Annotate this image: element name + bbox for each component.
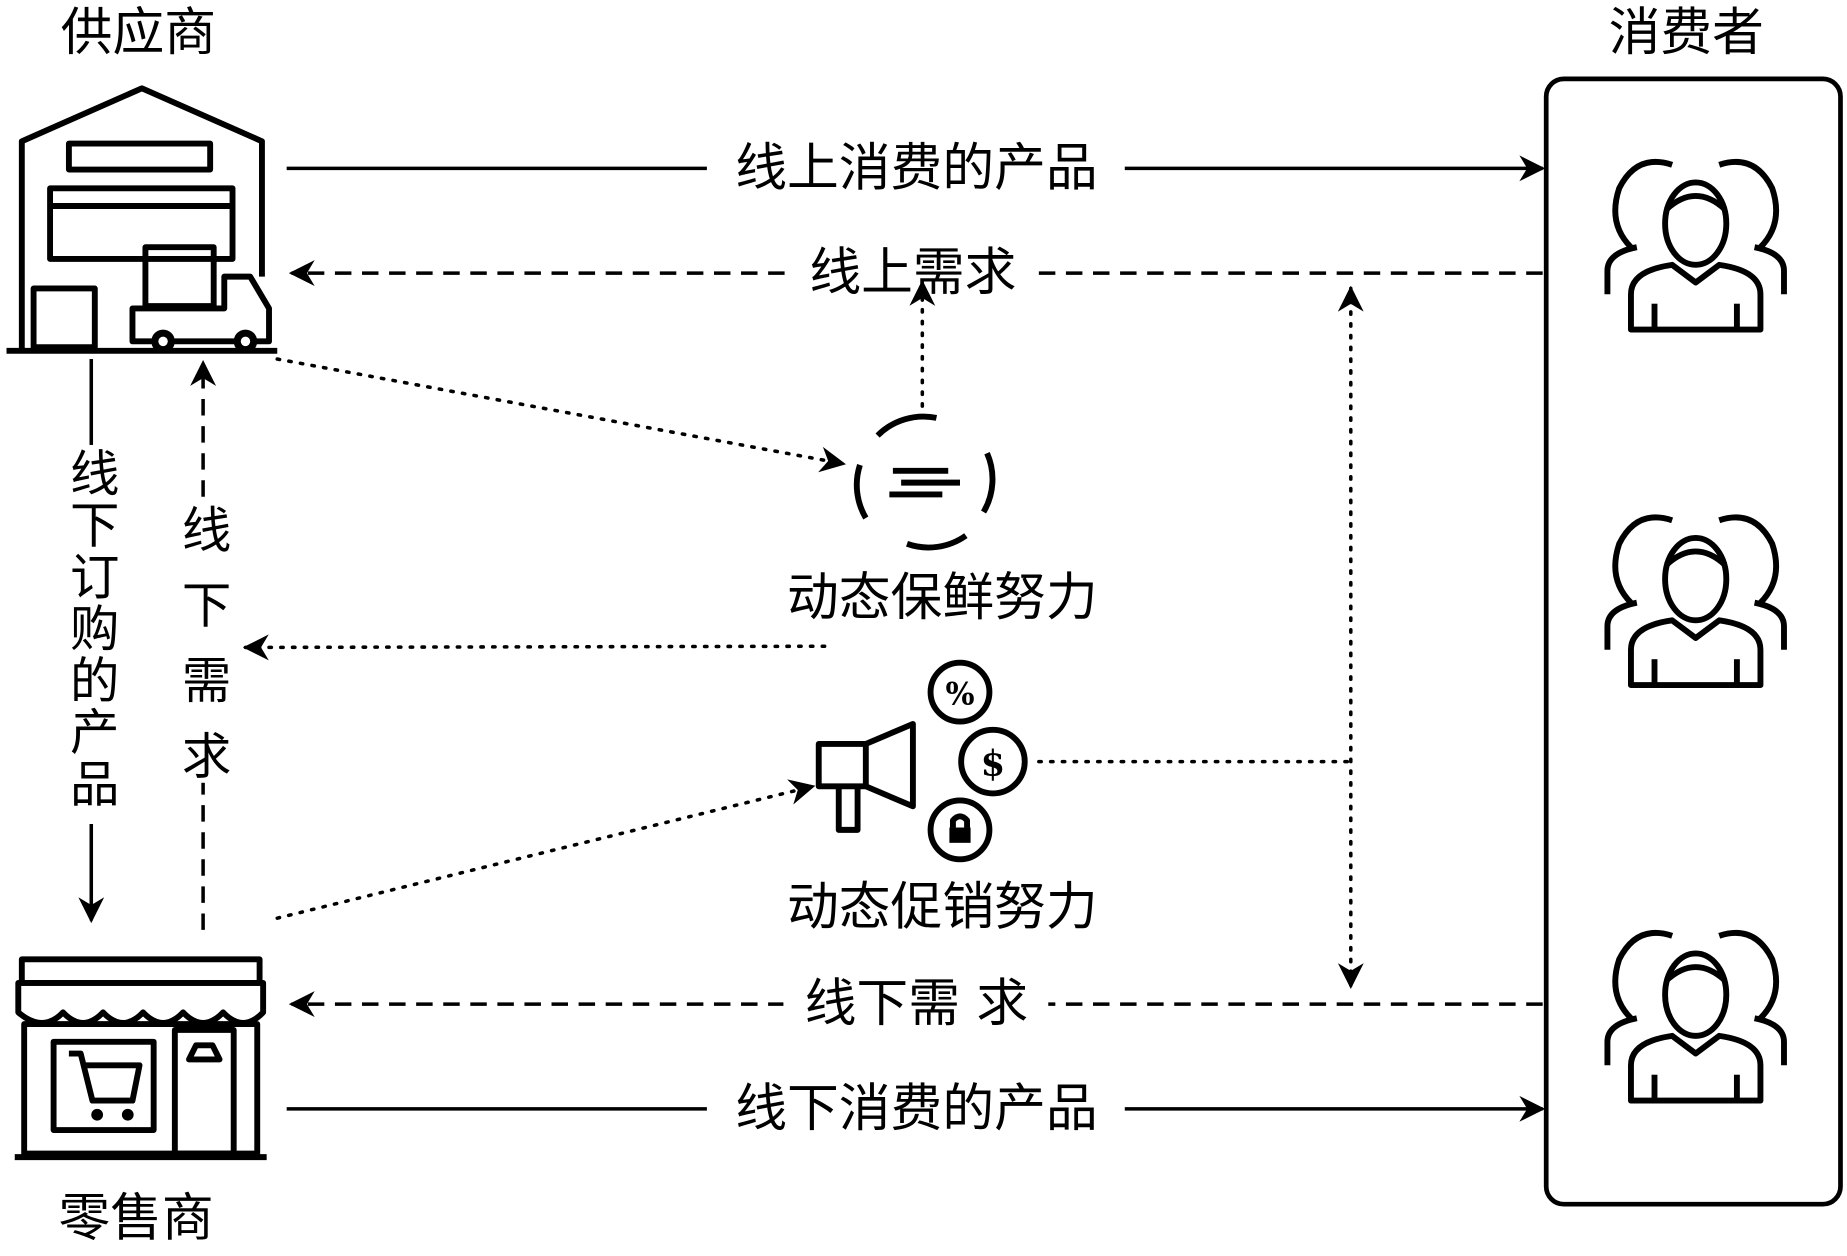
offline-demand-vertical-label: 线下需求 <box>174 504 232 805</box>
dollar-glyph: $ <box>981 743 1006 784</box>
offline-products-label: 线下消费的产品 <box>735 1079 1097 1139</box>
freshness-to-offline-demand-arrow <box>242 634 827 661</box>
offline-ordered-products-label: 线下订购的产品 <box>62 447 120 809</box>
offline-demand-label: 线下需 求 <box>805 974 1029 1034</box>
consumer-box <box>1543 76 1843 1207</box>
online-demand-label: 线上需求 <box>809 243 1016 303</box>
consumer-group-icon <box>1604 158 1787 333</box>
freshness-effort-label: 动态保鲜努力 <box>787 568 1098 628</box>
store-icon <box>14 956 267 1161</box>
supplier-to-freshness-arrow <box>275 357 847 473</box>
retailer-to-promotion-arrow <box>275 779 816 920</box>
promotion-effort-label: 动态促销努力 <box>787 878 1098 938</box>
warehouse-icon <box>6 85 278 354</box>
consumer-label: 消费者 <box>1609 3 1764 63</box>
supplier-label: 供应商 <box>61 3 216 63</box>
consumer-group-icon <box>1604 929 1787 1104</box>
online-products-label: 线上消费的产品 <box>735 138 1097 198</box>
consumer-group-icon <box>1604 514 1787 689</box>
megaphone-promotion-icon: % $ <box>815 659 1028 863</box>
percent-glyph: % <box>945 677 974 713</box>
retailer-label: 零售商 <box>58 1188 213 1248</box>
freshness-cycle-icon <box>853 413 996 551</box>
